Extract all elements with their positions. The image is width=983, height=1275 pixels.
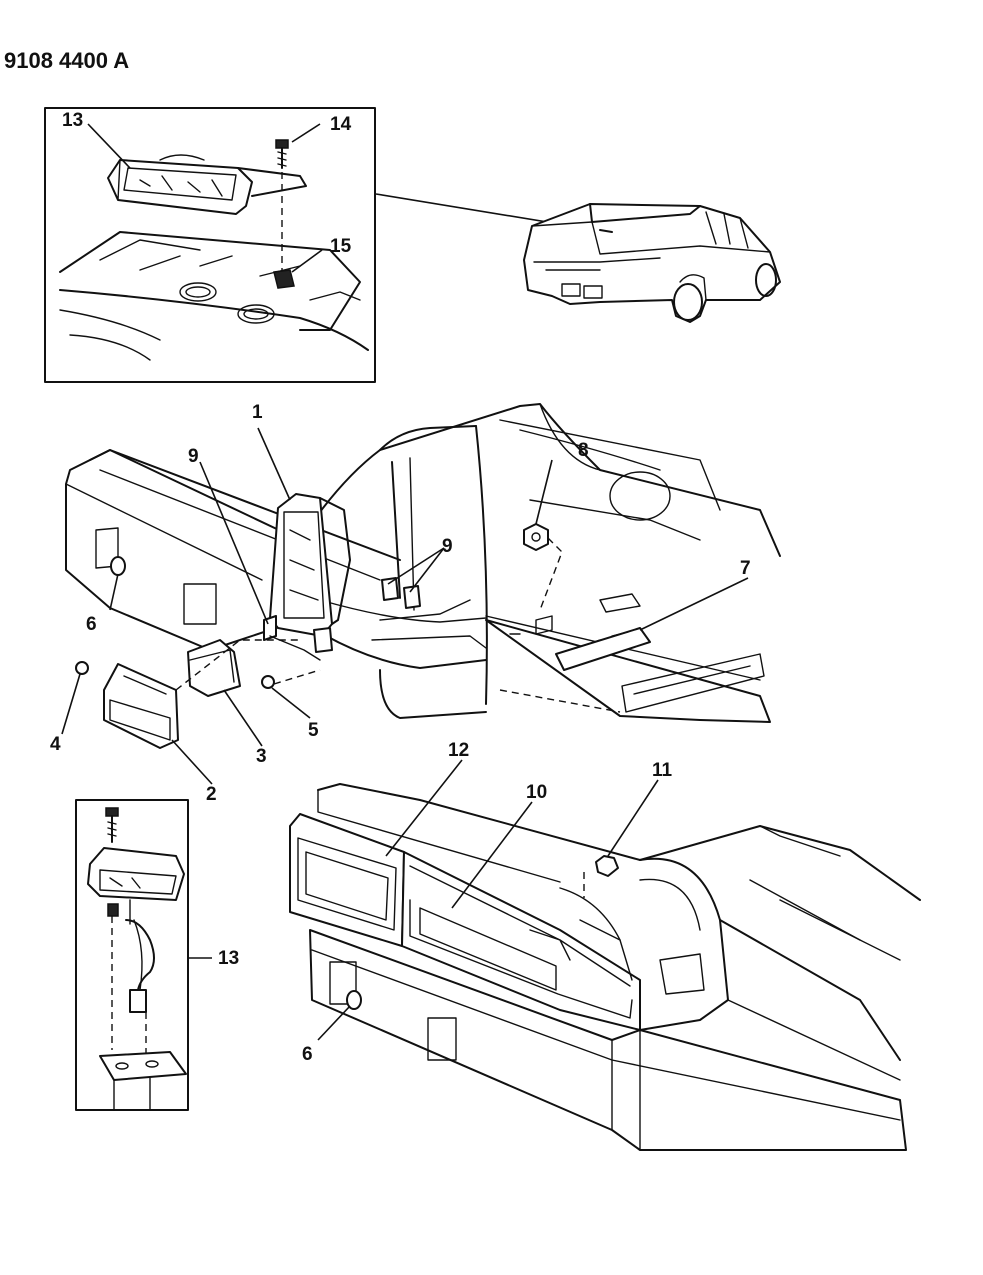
screw-14 — [275, 139, 289, 270]
document-number: 9108 4400 A — [4, 48, 129, 73]
callout-11: 11 — [652, 760, 673, 781]
clip-11 — [583, 855, 619, 898]
screw-5 — [261, 675, 275, 689]
callout-10: 10 — [526, 782, 547, 803]
rear-view-middle: 1 9 9 8 7 6 4 2 3 5 — [50, 402, 781, 805]
callout-6-middle: 6 — [86, 614, 97, 635]
callout-3: 3 — [256, 746, 267, 767]
callout-9-left: 9 — [188, 446, 199, 467]
inset-frame-bottom — [75, 799, 189, 1111]
callout-14: 14 — [330, 114, 352, 135]
inset-high-mount-lamp: 13 14 15 — [44, 107, 376, 383]
license-lamp-housing — [87, 847, 185, 901]
lamp-socket-3 — [187, 639, 241, 697]
license-lamp-7 — [509, 593, 651, 671]
rear-view-bottom: 12 10 11 6 — [289, 740, 921, 1151]
callout-1: 1 — [252, 402, 263, 423]
vehicle-overview — [523, 203, 781, 323]
bumper-guard-center — [183, 583, 217, 625]
inset-frame — [44, 107, 376, 383]
lamp-wiring — [107, 899, 155, 1013]
lamp-lens-2 — [103, 663, 179, 749]
callout-13-top: 13 — [62, 110, 83, 131]
callout-2: 2 — [206, 784, 217, 805]
high-mount-lamp-housing — [107, 154, 307, 215]
callout-8: 8 — [578, 440, 589, 461]
tail-lamp-12 — [289, 813, 405, 947]
tail-lamp-10 — [401, 851, 641, 1031]
fuel-door — [609, 471, 671, 521]
callout-7: 7 — [740, 558, 751, 579]
license-trim-strip — [621, 653, 765, 713]
callout-5: 5 — [308, 720, 319, 741]
mounting-plate — [99, 1051, 187, 1111]
callout-13-bottom: 13 — [218, 948, 239, 969]
callout-4: 4 — [50, 734, 61, 755]
bracket-9-right-a — [381, 577, 399, 601]
callout-9-right: 9 — [442, 536, 453, 557]
backup-lamp-6 — [110, 556, 126, 576]
tail-lamp-1 — [263, 493, 351, 661]
rear-deck-panel — [59, 231, 369, 361]
inset-license-lamp — [75, 799, 189, 1111]
callout-6-bottom: 6 — [302, 1044, 313, 1065]
bumper-guard-bottom-center — [427, 1017, 457, 1061]
backup-lamp-6-bottom — [346, 990, 362, 1010]
nut-8 — [523, 523, 563, 611]
screw-4 — [75, 661, 89, 675]
clip-15 — [273, 269, 295, 289]
callout-15: 15 — [330, 236, 352, 257]
callout-12: 12 — [448, 740, 469, 761]
screw-top — [105, 807, 119, 843]
